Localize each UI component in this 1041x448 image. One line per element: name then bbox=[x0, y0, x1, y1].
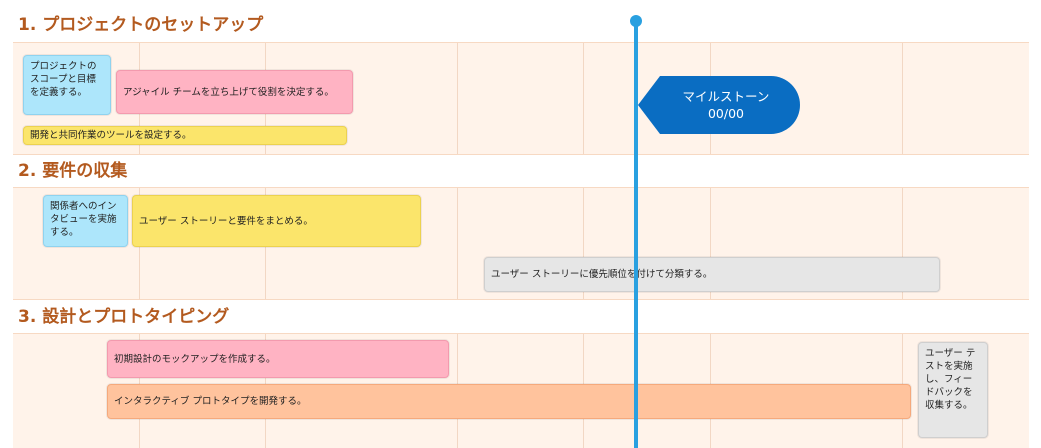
task-card-setup-tools[interactable]: 開発と共同作業のツールを設定する。 bbox=[23, 126, 347, 145]
grid-column-line bbox=[457, 43, 458, 154]
section-title-requirements: 2. 要件の収集 bbox=[18, 161, 128, 181]
milestone-label: マイルストーン bbox=[682, 89, 770, 104]
milestone-marker[interactable]: マイルストーン 00/00 bbox=[638, 76, 800, 134]
grid-column-line bbox=[583, 43, 584, 154]
grid-column-line bbox=[902, 188, 903, 299]
grid-column-line bbox=[583, 188, 584, 299]
section-title-design: 3. 設計とプロトタイピング bbox=[18, 307, 230, 327]
milestone-text: マイルストーン 00/00 bbox=[660, 76, 792, 134]
current-date-line bbox=[634, 20, 638, 448]
milestone-flag-shape bbox=[638, 76, 800, 134]
task-card-user-testing[interactable]: ユーザー テストを実施し、フィードバックを収集する。 bbox=[918, 342, 988, 438]
task-card-form-team[interactable]: アジャイル チームを立ち上げて役割を決定する。 bbox=[116, 70, 353, 114]
task-card-define-scope[interactable]: プロジェクトのスコープと目標を定義する。 bbox=[23, 55, 111, 115]
current-date-marker[interactable] bbox=[630, 15, 642, 27]
grid-column-line bbox=[902, 43, 903, 154]
task-card-prioritize[interactable]: ユーザー ストーリーに優先順位を付けて分類する。 bbox=[484, 257, 940, 292]
task-card-user-stories[interactable]: ユーザー ストーリーと要件をまとめる。 bbox=[132, 195, 421, 247]
grid-column-line bbox=[710, 188, 711, 299]
section-title-setup: 1. プロジェクトのセットアップ bbox=[18, 15, 264, 35]
task-card-prototype[interactable]: インタラクティブ プロトタイプを開発する。 bbox=[107, 384, 911, 419]
grid-column-line bbox=[457, 188, 458, 299]
task-card-interviews[interactable]: 関係者へのインタビューを実施する。 bbox=[43, 195, 128, 247]
task-card-mockups[interactable]: 初期設計のモックアップを作成する。 bbox=[107, 340, 449, 378]
milestone-date: 00/00 bbox=[707, 106, 745, 121]
